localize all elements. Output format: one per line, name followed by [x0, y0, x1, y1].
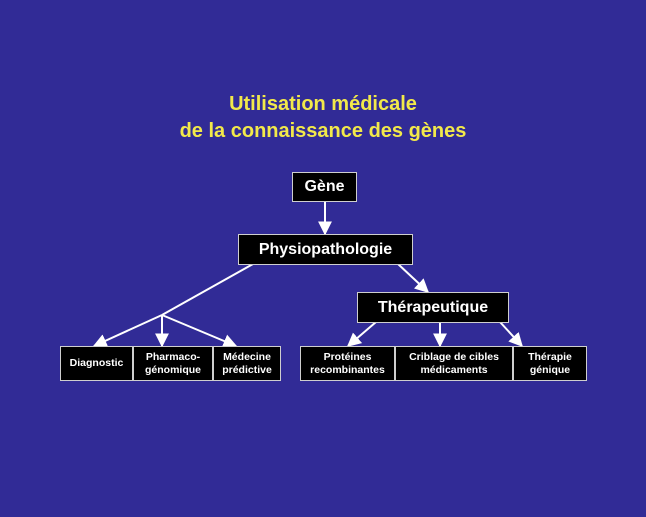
diagram-title-line1: Utilisation médicale — [229, 93, 417, 115]
node-physiopathologie: Physiopathologie — [238, 234, 413, 265]
arrow-physio-to-therapeutique — [397, 263, 430, 293]
node-physiopathologie-label: Physiopathologie — [258, 240, 393, 258]
diagram-title-line2: de la connaissance des gènes — [179, 120, 467, 142]
node-proteines-recombinantes: Protéines recombinantes — [300, 346, 395, 381]
node-therapie-line1: Thérapie — [528, 350, 572, 363]
arrow-therap-to-therapie — [499, 321, 523, 348]
node-proteines-line2: recombinantes — [310, 363, 385, 376]
node-diagnostic: Diagnostic — [60, 346, 133, 381]
line-physio-to-branch — [161, 263, 254, 316]
arrow-branch-to-medecine — [161, 314, 238, 348]
node-criblage: Criblage de cibles médicaments — [395, 346, 513, 381]
node-pharmacogenomique-line2: génomique — [144, 363, 201, 376]
node-medecine-line2: prédictive — [222, 363, 272, 376]
node-medecine-line1: Médecine — [223, 350, 271, 363]
node-therapeutique: Thérapeutique — [357, 292, 509, 323]
node-gene: Gène — [292, 172, 357, 202]
node-proteines-line1: Protéines — [323, 350, 372, 363]
node-diagnostic-label: Diagnostic — [69, 357, 124, 369]
node-pharmacogenomique: Pharmaco- génomique — [133, 346, 213, 381]
node-medecine-predictive: Médecine prédictive — [213, 346, 281, 381]
node-pharmacogenomique-line1: Pharmaco- — [145, 350, 201, 363]
node-therapeutique-label: Thérapeutique — [377, 298, 489, 316]
node-therapie-line2: génique — [529, 363, 571, 376]
arrow-therap-to-proteines — [346, 321, 377, 347]
node-therapie-genique: Thérapie génique — [513, 346, 587, 381]
node-criblage-line1: Criblage de cibles — [409, 350, 499, 363]
arrow-branch-to-diagnostic — [92, 314, 163, 348]
node-gene-label: Gène — [304, 178, 345, 195]
node-criblage-line2: médicaments — [420, 363, 488, 376]
